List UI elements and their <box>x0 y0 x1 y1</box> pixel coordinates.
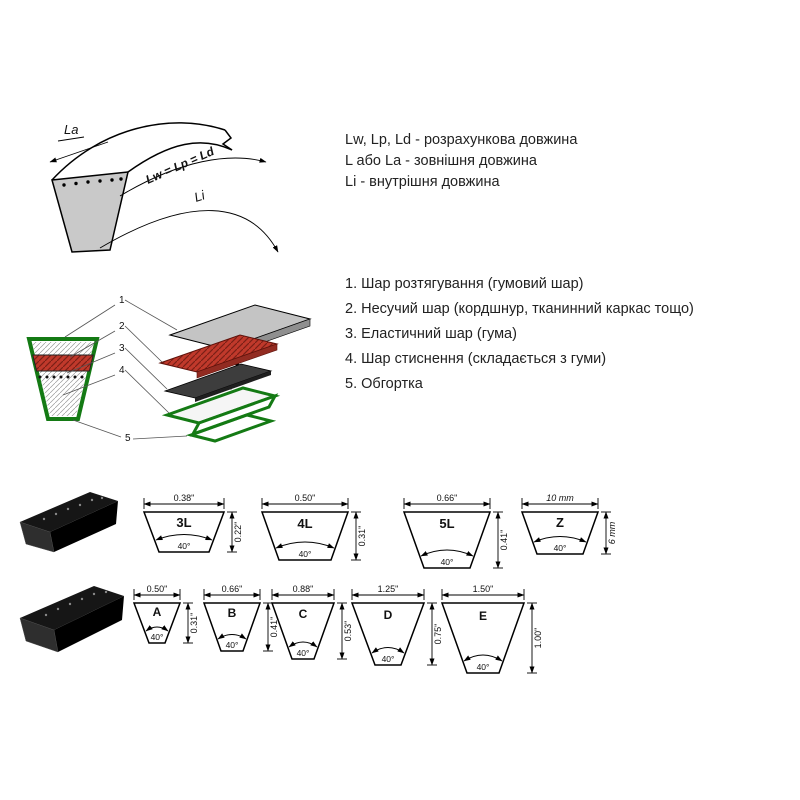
profile-letter: 4L <box>297 516 312 531</box>
profile-D: 1.25" D 40° 0.75" <box>346 583 448 674</box>
layer-item-5: 5. Обгортка <box>345 376 423 392</box>
profile-letter: 5L <box>439 516 454 531</box>
belt-profile-shape <box>270 602 336 660</box>
angle-label: 40° <box>477 662 490 672</box>
callout-3: 3 <box>119 343 125 354</box>
side-height-label: 0.41" <box>269 617 279 638</box>
belt-profile-shape <box>520 511 600 555</box>
length-legend: Lw, Lp, Ld - розрахункова довжина L або … <box>345 130 577 193</box>
side-height-label: 0.22" <box>233 522 243 543</box>
angle-label: 40° <box>382 654 395 664</box>
li-dimension: Li <box>99 187 279 253</box>
belt-profile-shape <box>350 602 426 666</box>
layer-cross-section <box>26 337 100 421</box>
belt-layers-diagram: 1 2 3 4 5 <box>15 283 325 460</box>
side-height-label: 0.31" <box>189 613 199 634</box>
top-width-label: 10 mm <box>546 493 574 503</box>
layer-list: 1. Шар розтягування (гумовий шар) 2. Нес… <box>345 272 694 397</box>
side-height-label: 0.75" <box>433 624 443 645</box>
layer-item-3: 3. Еластичний шар (гума) <box>345 326 517 342</box>
belt-cross-section <box>51 171 129 253</box>
legend-line-2: L або La - зовнішня довжина <box>345 153 537 169</box>
belt-cord-specks <box>42 496 104 521</box>
cord-dots <box>62 177 123 187</box>
legend-line-1: Lw, Lp, Ld - розрахункова довжина <box>345 132 578 148</box>
profile-5L: 0.66" 5L 40° 0.41" <box>398 492 514 577</box>
lw-label: Lw = Lp = Ld <box>144 144 217 187</box>
angle-label: 40° <box>554 543 567 553</box>
angle-label: 40° <box>178 541 191 551</box>
side-height-label: 6 mm <box>607 521 617 544</box>
callout-2: 2 <box>119 321 125 332</box>
callout-5: 5 <box>125 433 131 444</box>
side-height-label: 0.31" <box>357 526 367 547</box>
callout-4: 4 <box>119 365 125 376</box>
cord-band <box>32 354 94 372</box>
lw-dimension: Lw = Lp = Ld <box>119 144 267 197</box>
angle-label: 40° <box>297 648 310 658</box>
profile-C: 0.88" C 40° 0.53" <box>266 583 358 668</box>
angle-label: 40° <box>441 557 454 567</box>
side-height-label: 0.41" <box>499 530 509 551</box>
top-width-label: 0.50" <box>147 584 168 594</box>
belt-photo-row1 <box>14 486 129 576</box>
angle-arc <box>288 641 318 648</box>
angle-label: 40° <box>151 632 164 642</box>
profile-letter: Z <box>556 515 564 530</box>
legend-line-3: Li - внутрішня довжина <box>345 174 500 190</box>
top-width-label: 0.88" <box>293 584 314 594</box>
profile-A: 0.50" A 40° 0.31" <box>128 583 204 652</box>
exploded-layer-stack <box>158 304 312 443</box>
belt-photo-row2 <box>14 578 134 678</box>
profile-B: 0.66" B 40° 0.41" <box>198 583 284 660</box>
belt-length-diagram: La Lw = Lp = Ld Li <box>20 100 340 300</box>
angle-label: 40° <box>226 640 239 650</box>
belt-profile-shape <box>132 602 182 644</box>
profile-letter: E <box>479 609 487 623</box>
la-dimension: La <box>49 122 109 163</box>
angle-arc <box>463 654 503 662</box>
layer-callouts: 1 2 3 4 5 <box>62 295 188 444</box>
top-width-label: 0.38" <box>174 493 195 503</box>
angle-arc <box>145 625 169 632</box>
la-label: La <box>64 122 78 137</box>
callout-1: 1 <box>119 295 125 306</box>
top-width-label: 0.50" <box>295 493 316 503</box>
profile-Z: 10 mm Z 40° 6 mm <box>516 492 622 563</box>
angle-arc <box>275 541 335 549</box>
angle-arc <box>533 536 587 543</box>
profile-E: 1.50" E 40° 1.00" <box>436 583 548 682</box>
wrap-layer <box>185 413 277 443</box>
belt-profile-shape <box>142 511 226 553</box>
top-width-label: 1.25" <box>378 584 399 594</box>
belt-3d-row2 <box>19 586 124 653</box>
layer-item-4: 4. Шар стиснення (складається з гуми) <box>345 351 607 367</box>
profile-letter: 3L <box>176 515 191 530</box>
angle-arc <box>155 534 213 541</box>
profile-letter: B <box>228 606 237 620</box>
side-height-label: 1.00" <box>533 628 543 649</box>
layer-item-1: 1. Шар розтягування (гумовий шар) <box>345 276 584 292</box>
belt-profile-shape <box>440 602 526 674</box>
layer-item-2: 2. Несучий шар (кордшнур, тканинний карк… <box>345 301 694 317</box>
belt-band <box>51 122 233 181</box>
li-label: Li <box>192 187 207 205</box>
profile-letter: C <box>299 607 308 621</box>
top-width-label: 0.66" <box>222 584 243 594</box>
angle-arc <box>371 647 405 654</box>
top-width-label: 1.50" <box>473 584 494 594</box>
cord-dot-row <box>38 375 84 379</box>
belt-3d-row1 <box>19 492 118 553</box>
angle-label: 40° <box>299 549 312 559</box>
angle-arc <box>217 633 247 640</box>
profile-4L: 0.50" 4L 40° 0.31" <box>256 492 372 569</box>
belt-cord-specks <box>44 590 108 617</box>
profile-letter: D <box>384 608 393 622</box>
angle-arc <box>420 549 474 557</box>
profile-3L: 0.38" 3L 40° 0.22" <box>138 492 248 561</box>
side-height-label: 0.53" <box>343 621 353 642</box>
top-width-label: 0.66" <box>437 493 458 503</box>
profile-letter: A <box>153 605 162 619</box>
